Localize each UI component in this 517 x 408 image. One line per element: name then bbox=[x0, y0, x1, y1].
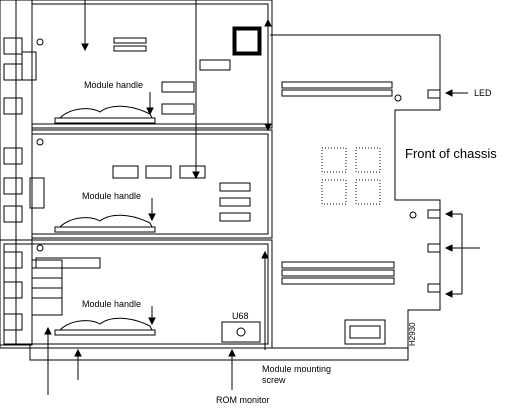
led-label: LED bbox=[474, 88, 492, 98]
chassis-outline bbox=[29, 34, 441, 361]
module-2 bbox=[3, 129, 273, 239]
rom-monitor-label: ROM monitor bbox=[216, 395, 270, 405]
module-mounting-screw-line2: screw bbox=[262, 375, 286, 385]
figure-id-label: H2930 bbox=[408, 322, 417, 346]
module-1 bbox=[3, 0, 273, 129]
module-handle-label-2: Module handle bbox=[82, 191, 142, 201]
callout-arrows bbox=[44, 0, 480, 395]
rom-chip-u68 bbox=[221, 321, 261, 343]
module-handle-label-3: Module handle bbox=[82, 299, 142, 309]
processor-chips bbox=[321, 147, 381, 205]
chip-u68-label: U68 bbox=[232, 311, 249, 321]
front-of-chassis-label: Front of chassis bbox=[405, 146, 497, 161]
module-mounting-screw-label: Module mounting screw bbox=[262, 364, 331, 386]
module-handle-label-1: Module handle bbox=[84, 80, 144, 90]
led bbox=[427, 89, 441, 99]
module-mounting-screw-line1: Module mounting bbox=[262, 364, 332, 374]
module-3 bbox=[0, 239, 273, 349]
